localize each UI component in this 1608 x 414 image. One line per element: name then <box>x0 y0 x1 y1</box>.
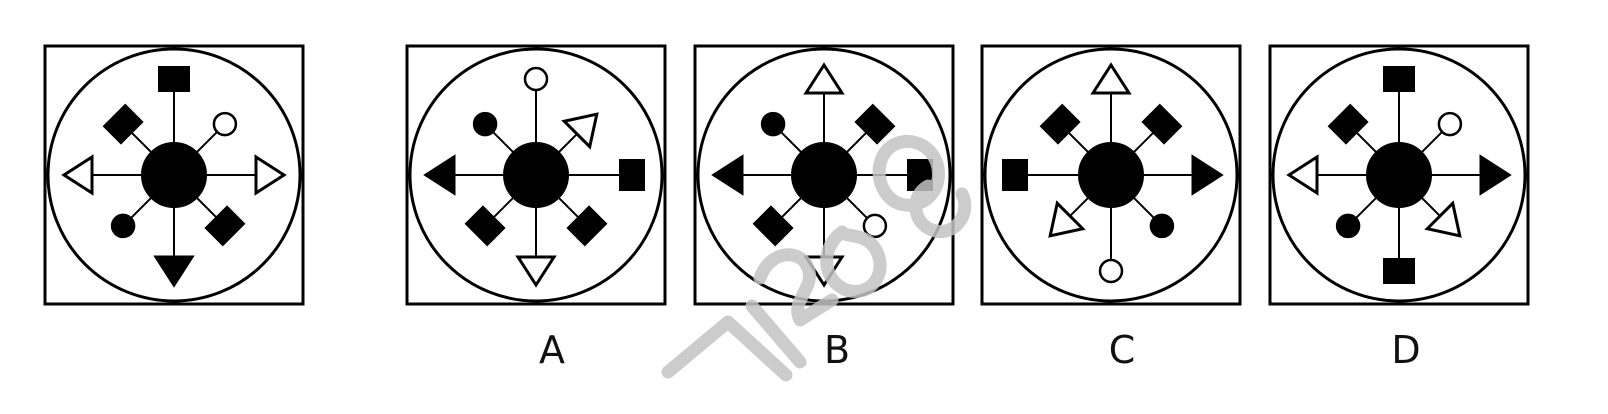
option-d-outer-circle <box>1271 47 1527 303</box>
question-arrow-triangle-outline-icon <box>61 154 94 196</box>
option-a-circle-outline-icon <box>523 66 549 92</box>
question-panel <box>43 44 305 306</box>
option-b-panel[interactable] <box>693 44 955 306</box>
option-d-arrow-triangle-outline-icon <box>1424 200 1462 238</box>
option-d-center-hub <box>1366 142 1432 208</box>
option-b-arrow-triangle-filled-icon <box>711 154 744 196</box>
question-center-hub <box>141 142 207 208</box>
option-d-arrow-triangle-filled-icon <box>1479 154 1512 196</box>
option-d-arrow-triangle-outline-icon <box>1286 154 1319 196</box>
option-d-panel[interactable] <box>1268 44 1530 306</box>
option-a-rectangle-filled-icon <box>619 159 645 191</box>
option-a-rectangle-filled-icon <box>566 205 608 247</box>
question-rectangle-filled-icon <box>158 66 190 92</box>
option-c-panel[interactable] <box>980 44 1242 306</box>
option-b-rectangle-filled-icon <box>907 159 933 191</box>
question-arrow-triangle-filled-icon <box>153 255 195 288</box>
question-outer-circle <box>46 47 302 303</box>
option-b-rectangle-filled-icon <box>752 205 794 247</box>
option-a-arrow-triangle-outline-icon <box>515 255 557 288</box>
option-b-rectangle-filled-icon <box>854 103 896 145</box>
option-c-arrow-triangle-outline-icon <box>1090 62 1132 95</box>
option-c-label[interactable]: C <box>1108 328 1136 372</box>
option-a-center-hub <box>503 142 569 208</box>
option-d-label[interactable]: D <box>1391 328 1421 372</box>
option-a-arrow-triangle-filled-icon <box>423 154 456 196</box>
option-c-circle-outline-icon <box>1098 258 1124 284</box>
question-rectangle-filled-icon <box>204 205 246 247</box>
option-a-arrow-triangle-outline-icon <box>561 112 599 150</box>
option-d-circle-outline-icon <box>1437 111 1463 137</box>
question-rectangle-filled-icon <box>102 103 144 145</box>
option-b-center-hub <box>791 142 857 208</box>
option-d-rectangle-filled-icon <box>1383 258 1415 284</box>
option-a-panel[interactable] <box>405 44 667 306</box>
option-a-circle-filled-icon <box>472 111 498 137</box>
question-arrow-triangle-outline-icon <box>254 154 287 196</box>
option-c-arrow-triangle-filled-icon <box>1191 154 1224 196</box>
option-a-rectangle-filled-icon <box>464 205 506 247</box>
option-c-arrow-triangle-outline-icon <box>1048 200 1086 238</box>
option-d-rectangle-filled-icon <box>1327 103 1369 145</box>
option-c-outer-circle <box>983 47 1239 303</box>
option-c-rectangle-filled-icon <box>1039 103 1081 145</box>
question-circle-filled-icon <box>110 213 136 239</box>
option-c-circle-filled-icon <box>1149 213 1175 239</box>
option-c-rectangle-filled-icon <box>1141 103 1183 145</box>
option-d-rectangle-filled-icon <box>1383 66 1415 92</box>
option-a-label[interactable]: A <box>539 328 565 372</box>
option-b-label[interactable]: B <box>823 328 851 372</box>
question-circle-outline-icon <box>212 111 238 137</box>
option-c-rectangle-filled-icon <box>1002 159 1028 191</box>
option-a-outer-circle <box>408 47 664 303</box>
option-d-circle-filled-icon <box>1335 213 1361 239</box>
option-c-center-hub <box>1078 142 1144 208</box>
option-b-arrow-triangle-outline-icon <box>803 62 845 95</box>
option-b-circle-filled-icon <box>760 111 786 137</box>
